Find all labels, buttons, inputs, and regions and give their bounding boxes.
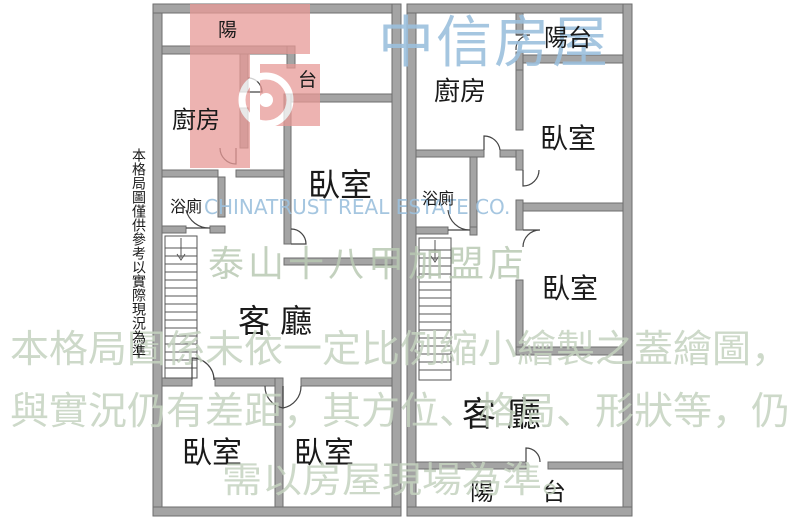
disclaimer-line-3: 需以房屋現場為準。: [222, 460, 582, 501]
right-balcony-top-label: 陽台: [544, 24, 592, 52]
right-bedroom-top-label: 臥室: [540, 122, 596, 155]
left-bedroom-br-label: 臥室: [294, 436, 354, 471]
left-kitchen-label: 廚房: [172, 106, 220, 134]
right-balcony-bottom-label-2: 台: [542, 478, 566, 506]
watermark-branch-text: 泰山十八甲加盟店: [208, 244, 528, 285]
watermark-branch: 泰山十八甲加盟店: [208, 244, 528, 285]
watermark-brand-cn: 中信房屋: [378, 11, 610, 76]
right-bedroom-mid-label: 臥室: [542, 272, 598, 305]
left-balcony-top-label: 陽: [218, 19, 237, 41]
side-note: 本格局圖僅供參考以實際現況為準: [130, 148, 146, 358]
room-labels: 陽 台 廚房 浴廁 臥室 客 廳 臥室 臥室 廚房 陽台 臥室 浴廁 臥室 客 …: [170, 19, 598, 506]
left-bedroom-bl-label: 臥室: [182, 436, 242, 471]
watermark-brand-en: CHINATRUST REAL ESTATE CO.: [204, 195, 510, 219]
left-balcony-tai-label: 台: [298, 69, 317, 91]
right-kitchen-label: 廚房: [434, 77, 486, 107]
watermark-disclaimer: 本格局圖係未依一定比例縮小繪製之蓋繪圖， 與實況仍有差距，其方位、格局、形狀等，…: [10, 327, 790, 501]
left-bath-label: 浴廁: [170, 197, 202, 216]
door-swings: [185, 34, 541, 463]
left-living-label: 客 廳: [238, 302, 312, 340]
left-bedroom-main-label: 臥室: [308, 166, 372, 204]
right-stairs: [418, 237, 452, 381]
watermark-logo: [190, 4, 320, 168]
right-living-label: 客 廳: [462, 395, 541, 435]
disclaimer-line-2: 與實況仍有差距，其方位、格局、形狀等，仍: [10, 389, 790, 433]
right-unit-walls: [406, 3, 633, 517]
left-stairs: [164, 235, 198, 379]
right-balcony-bottom-label-1: 陽: [470, 478, 494, 506]
right-bath-label: 浴廁: [422, 189, 454, 208]
disclaimer-line-1: 本格局圖係未依一定比例縮小繪製之蓋繪圖，: [10, 327, 790, 371]
watermark-brand: 中信房屋 CHINATRUST REAL ESTATE CO.: [204, 11, 610, 219]
